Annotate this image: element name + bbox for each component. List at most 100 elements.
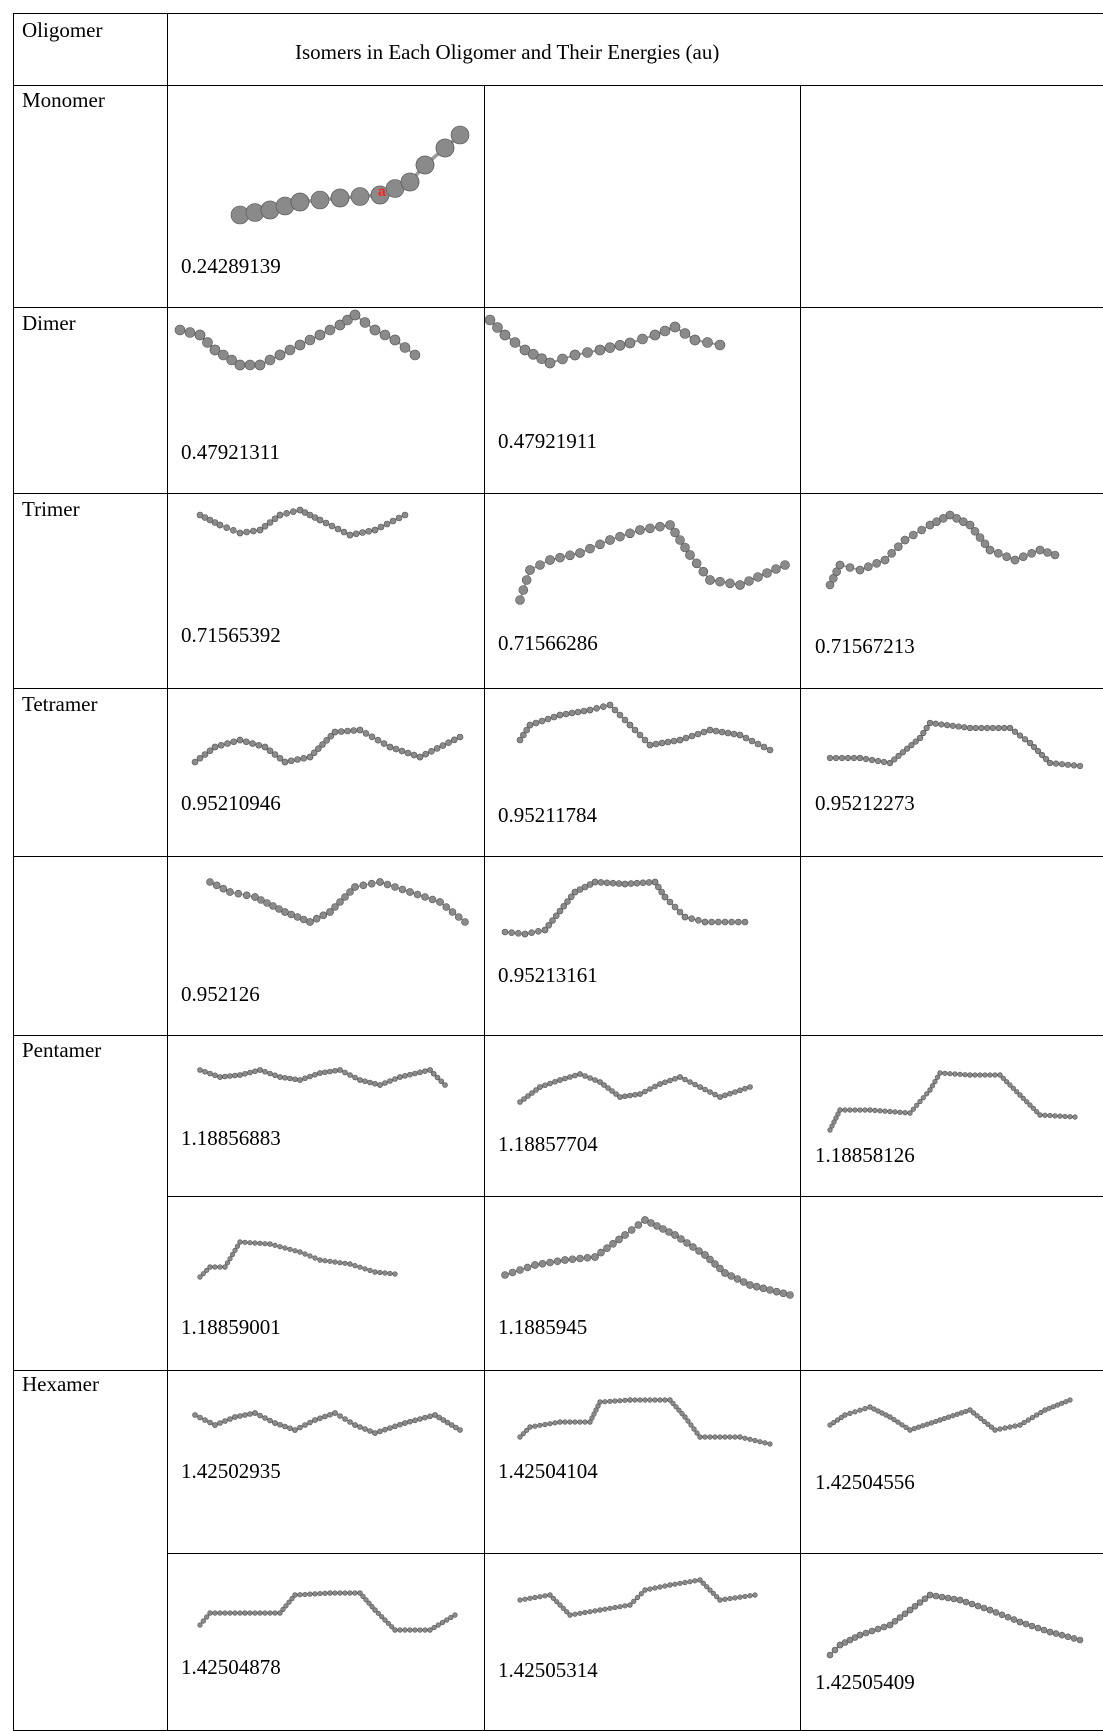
atom: [392, 1076, 398, 1082]
atom: [307, 1591, 313, 1597]
atom: [312, 1255, 318, 1261]
atom: [448, 908, 457, 916]
atom: [244, 359, 256, 371]
atom: [978, 1415, 984, 1422]
atom: [638, 1591, 644, 1597]
atom: [727, 1090, 733, 1097]
atom: [545, 555, 555, 565]
atom: [576, 1254, 584, 1263]
atom: [262, 1241, 268, 1247]
atom: [397, 1421, 403, 1428]
atom: [753, 572, 763, 582]
atom: [456, 733, 464, 741]
atom: [1010, 555, 1020, 565]
atom: [454, 913, 463, 921]
atom: [560, 902, 568, 910]
atom: [280, 1606, 286, 1613]
atom: [653, 1222, 661, 1230]
energy-value: 0.95210946: [181, 791, 281, 815]
header-isomers: Isomers in Each Oligomer and Their Energ…: [295, 40, 720, 64]
atom: [501, 928, 509, 936]
atom: [439, 1619, 446, 1626]
atom: [545, 921, 553, 929]
atom: [1028, 1622, 1036, 1630]
atom: [283, 510, 290, 517]
atom: [667, 1397, 673, 1403]
atom: [609, 879, 617, 887]
atom: [357, 1264, 363, 1270]
molecule-structure-image: [501, 872, 760, 942]
atom: [349, 309, 361, 321]
atom: [992, 1427, 998, 1433]
atom: [715, 918, 722, 926]
atom: [332, 1590, 338, 1596]
atom: [217, 741, 225, 749]
atom: [872, 559, 881, 568]
atom: [302, 1591, 308, 1598]
atom: [567, 1612, 573, 1618]
table-border-line: [13, 1370, 1103, 1371]
atom: [568, 709, 576, 717]
atom: [379, 1614, 385, 1620]
molecule-structure-image: [196, 505, 410, 575]
atom: [682, 1414, 688, 1420]
atom: [724, 729, 732, 737]
atom-label: a: [378, 183, 386, 199]
atom: [977, 1072, 983, 1078]
atom: [217, 1074, 223, 1080]
atom: [1025, 1417, 1031, 1423]
atom: [257, 1067, 263, 1073]
atom: [1046, 759, 1054, 767]
atom: [542, 1593, 548, 1599]
atom: [1014, 1089, 1020, 1095]
atom: [327, 732, 335, 740]
molecule-structure-image: [206, 872, 470, 932]
atom: [1034, 747, 1042, 755]
atom: [647, 1219, 655, 1227]
atom: [717, 1094, 723, 1100]
energy-value: 1.42504104: [498, 1459, 598, 1483]
table-border-line: [13, 856, 1103, 857]
atom: [404, 749, 412, 757]
atom: [377, 1082, 383, 1088]
molecule-chain: [206, 878, 469, 926]
atom: [645, 523, 655, 534]
atom: [899, 749, 906, 756]
atom: [382, 1080, 388, 1086]
atom: [856, 754, 864, 762]
atom: [284, 344, 296, 356]
atom: [174, 324, 186, 336]
atom: [532, 719, 540, 727]
atom: [1043, 548, 1052, 557]
atom: [632, 1397, 638, 1403]
atom: [907, 1110, 913, 1116]
atom: [331, 903, 339, 911]
atom: [302, 1251, 308, 1257]
atom: [434, 1074, 441, 1081]
atom: [844, 754, 852, 762]
energy-value: 0.71567213: [815, 634, 915, 658]
atom: [267, 1610, 273, 1616]
atom: [662, 1583, 668, 1589]
atom: [961, 724, 968, 731]
atom: [974, 1602, 982, 1610]
atom: [1042, 1112, 1048, 1118]
molecule-structure-image: [197, 1222, 400, 1282]
atom: [184, 327, 196, 338]
atom: [232, 1414, 238, 1420]
atom: [892, 1109, 898, 1115]
table-border-line: [167, 1553, 1103, 1554]
atom: [342, 1260, 348, 1266]
atom: [359, 529, 366, 536]
atom: [911, 1602, 919, 1610]
atom: [594, 344, 606, 356]
atom: [567, 893, 575, 901]
atom: [669, 321, 681, 333]
atom: [385, 1620, 391, 1626]
atom: [392, 1627, 398, 1633]
atom: [272, 1242, 278, 1248]
atom: [887, 1414, 893, 1420]
atom: [431, 1624, 437, 1631]
atom: [379, 329, 391, 341]
atom: [200, 1618, 206, 1624]
